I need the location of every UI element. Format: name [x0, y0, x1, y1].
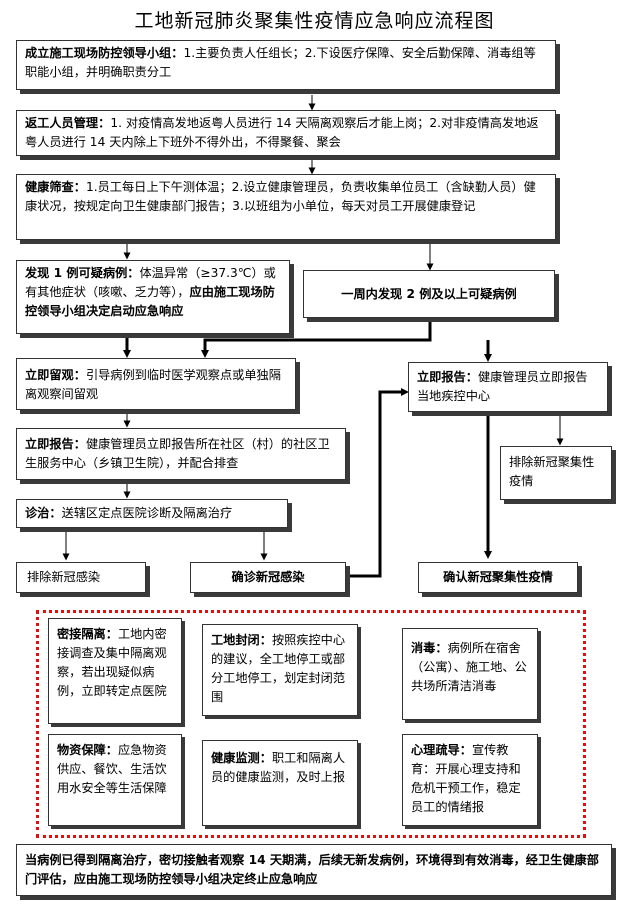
measure-disinfection: 消毒：病例所在宿舍（公寓）、施工地、公共场所清洁消毒	[402, 628, 538, 720]
step-two-suspected-cases: 一周内发现 2 例及以上可疑病例	[303, 270, 555, 318]
arrow-twocases-split	[201, 320, 432, 358]
step-screening: 健康筛查：1.员工每日上下午测体温；2.设立健康管理员，负责收集单位员工（含缺勤…	[16, 174, 556, 240]
step-leadership: 成立施工现场防控领导小组：1.主要负责人任组长；2.下设医疗保障、安全后勤保障、…	[16, 40, 556, 90]
step-immediate-report-right: 立即报告：健康管理员立即报告当地疾控中心	[408, 362, 608, 412]
step-confirmed-cluster: 确认新冠聚集性疫情	[418, 562, 578, 593]
measure-psychological-support: 心理疏导：宣传教育：开展心理支持和危机干预工作，稳定员工的情绪报	[402, 734, 538, 826]
step-exclude-infection: 排除新冠感染	[16, 562, 146, 593]
page-title: 工地新冠肺炎聚集性疫情应急响应流程图	[134, 10, 495, 32]
step-treatment: 诊治：送辖区定点医院诊断及隔离治疗	[16, 499, 288, 528]
step-immediate-isolation: 立即留观：引导病例到临时医学观察点或单独隔离观察间留观	[16, 358, 296, 410]
step-immediate-report-left: 立即报告：健康管理员立即报告所在社区（村）的社区卫生服务中心（乡镇卫生院），并配…	[16, 428, 346, 480]
step-one-suspected-case: 发现 1 例可疑病例：体温异常（≥37.3℃）或有其他症状（咳嗽、乏力等），应由…	[16, 260, 290, 334]
measure-site-closure: 工地封闭：按照疾控中心的建议，全工地停工或部分工地停工，划定封闭范围	[202, 624, 358, 716]
step-termination: 当病例已得到隔离治疗，密切接触者观察 14 天期满，后续无新发病例，环境得到有效…	[16, 844, 612, 896]
measure-health-monitoring: 健康监测：职工和隔离人员的健康监测，及时上报	[202, 740, 358, 826]
arrow-confirmed-reportright	[348, 388, 409, 578]
measure-supplies: 物资保障：应急物资供应、餐饮、生活饮用水安全等生活保障	[48, 734, 182, 826]
step-confirmed-infection: 确诊新冠感染	[190, 562, 346, 593]
response-measures-group	[36, 610, 586, 838]
measure-close-contact-isolation: 密接隔离：工地内密接调查及集中隔离观察，若出现疑似病例，立即转定点医院	[48, 618, 182, 724]
step-exclude-cluster: 排除新冠聚集性疫情	[500, 446, 612, 500]
step-returning: 返工人员管理：1. 对疫情高发地返粤人员进行 14 天隔离观察后才能上岗；2.对…	[16, 110, 556, 156]
